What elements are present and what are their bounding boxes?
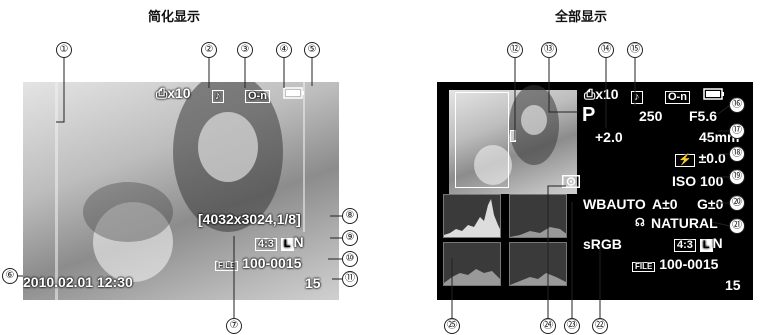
sound-icon: ♪ bbox=[631, 88, 643, 104]
sound-icon: ♪ bbox=[212, 87, 224, 103]
file-number-row: FILE 100-0015 bbox=[215, 256, 301, 271]
aspect-ratio: 4:3 bbox=[255, 238, 277, 251]
file-number-row: FILE 100-0015 bbox=[632, 257, 718, 272]
aperture: F5.6 bbox=[689, 108, 718, 124]
callout-21: ㉑ bbox=[729, 218, 745, 234]
callout-6: ⑥ bbox=[2, 268, 18, 284]
image-size: L bbox=[699, 239, 713, 252]
picture-mode-icon: ☊ bbox=[635, 217, 645, 229]
battery-icon bbox=[283, 86, 305, 102]
wb-g-adjust: G±0 bbox=[697, 196, 724, 212]
print-order: ⎙x10 bbox=[584, 86, 619, 102]
date-time: 2010.02.01 12:30 bbox=[23, 274, 133, 290]
callout-22: ㉒ bbox=[592, 318, 608, 334]
compression: N bbox=[293, 234, 304, 250]
callout-11: ⑪ bbox=[342, 271, 358, 287]
callout-4: ④ bbox=[276, 42, 292, 58]
histogram-luminance bbox=[443, 194, 501, 238]
wb-a-adjust: A±0 bbox=[652, 196, 678, 212]
af-frame-left bbox=[55, 82, 58, 300]
print-order-icon: ⎙ bbox=[156, 85, 168, 101]
callout-8: ⑧ bbox=[342, 208, 358, 224]
photo bbox=[23, 82, 339, 300]
card-icon: FILE bbox=[215, 261, 239, 271]
callout-3: ③ bbox=[237, 42, 253, 58]
zoom-frame bbox=[455, 92, 509, 188]
full-display-screen: ⎙x10 ♪ O-n P 250 F5.6 +2.0 45mm ⚡ ±0.0 I… bbox=[437, 82, 753, 300]
print-order-icon: ⎙ bbox=[584, 86, 596, 102]
battery-icon bbox=[703, 87, 725, 103]
callout-15: ⑮ bbox=[627, 42, 643, 58]
callout-9: ⑨ bbox=[342, 230, 358, 246]
callout-7: ⑦ bbox=[226, 318, 242, 334]
card-icon: FILE bbox=[632, 262, 656, 272]
compression: N bbox=[712, 235, 723, 251]
shutter-speed: 250 bbox=[639, 108, 663, 124]
callout-1: ① bbox=[56, 42, 72, 58]
histogram-red bbox=[509, 194, 567, 238]
callout-13: ⑬ bbox=[541, 42, 557, 58]
callout-18: ⑱ bbox=[729, 146, 745, 162]
protect-icon: O-n bbox=[245, 87, 270, 103]
exposure-compensation: +2.0 bbox=[595, 129, 623, 145]
frame-number: 15 bbox=[305, 275, 321, 291]
callout-19: ⑲ bbox=[729, 169, 745, 185]
white-balance: WBAUTO bbox=[583, 196, 646, 212]
aspect-ratio: 4:3 bbox=[674, 239, 696, 252]
callout-14: ⑭ bbox=[598, 42, 614, 58]
iso: ISO 100 bbox=[672, 173, 724, 189]
simple-display-title: 简化显示 bbox=[148, 10, 201, 25]
shooting-mode: P bbox=[582, 104, 596, 126]
protect-icon: O-n bbox=[665, 88, 690, 104]
callout-17: ⑰ bbox=[729, 123, 745, 139]
callout-5: ⑤ bbox=[304, 42, 320, 58]
callout-16: ⑯ bbox=[729, 97, 745, 113]
callout-25: ㉕ bbox=[444, 318, 460, 334]
histogram-green bbox=[443, 242, 501, 286]
histogram-blue bbox=[509, 242, 567, 286]
image-size: L bbox=[280, 238, 294, 251]
resolution-text: [4032x3024,1/8] bbox=[198, 211, 301, 227]
photo-thumbnail bbox=[449, 85, 577, 194]
frame-number: 15 bbox=[725, 277, 741, 293]
callout-10: ⑩ bbox=[342, 251, 358, 267]
picture-mode: NATURAL bbox=[651, 215, 718, 231]
flash-icon: ⚡ bbox=[675, 154, 695, 167]
callout-24: ㉔ bbox=[540, 318, 556, 334]
print-order: ⎙x10 bbox=[156, 85, 191, 101]
metering-icon bbox=[562, 175, 580, 190]
callout-12: ⑫ bbox=[507, 42, 523, 58]
color-space: sRGB bbox=[583, 236, 622, 252]
af-frame-right bbox=[303, 82, 305, 232]
full-display-title: 全部显示 bbox=[555, 10, 608, 25]
callout-2: ② bbox=[201, 42, 217, 58]
file-number: 100-0015 bbox=[242, 255, 302, 271]
file-number: 100-0015 bbox=[659, 256, 719, 272]
callout-23: ㉓ bbox=[564, 318, 580, 334]
callout-20: ⑳ bbox=[729, 195, 745, 211]
